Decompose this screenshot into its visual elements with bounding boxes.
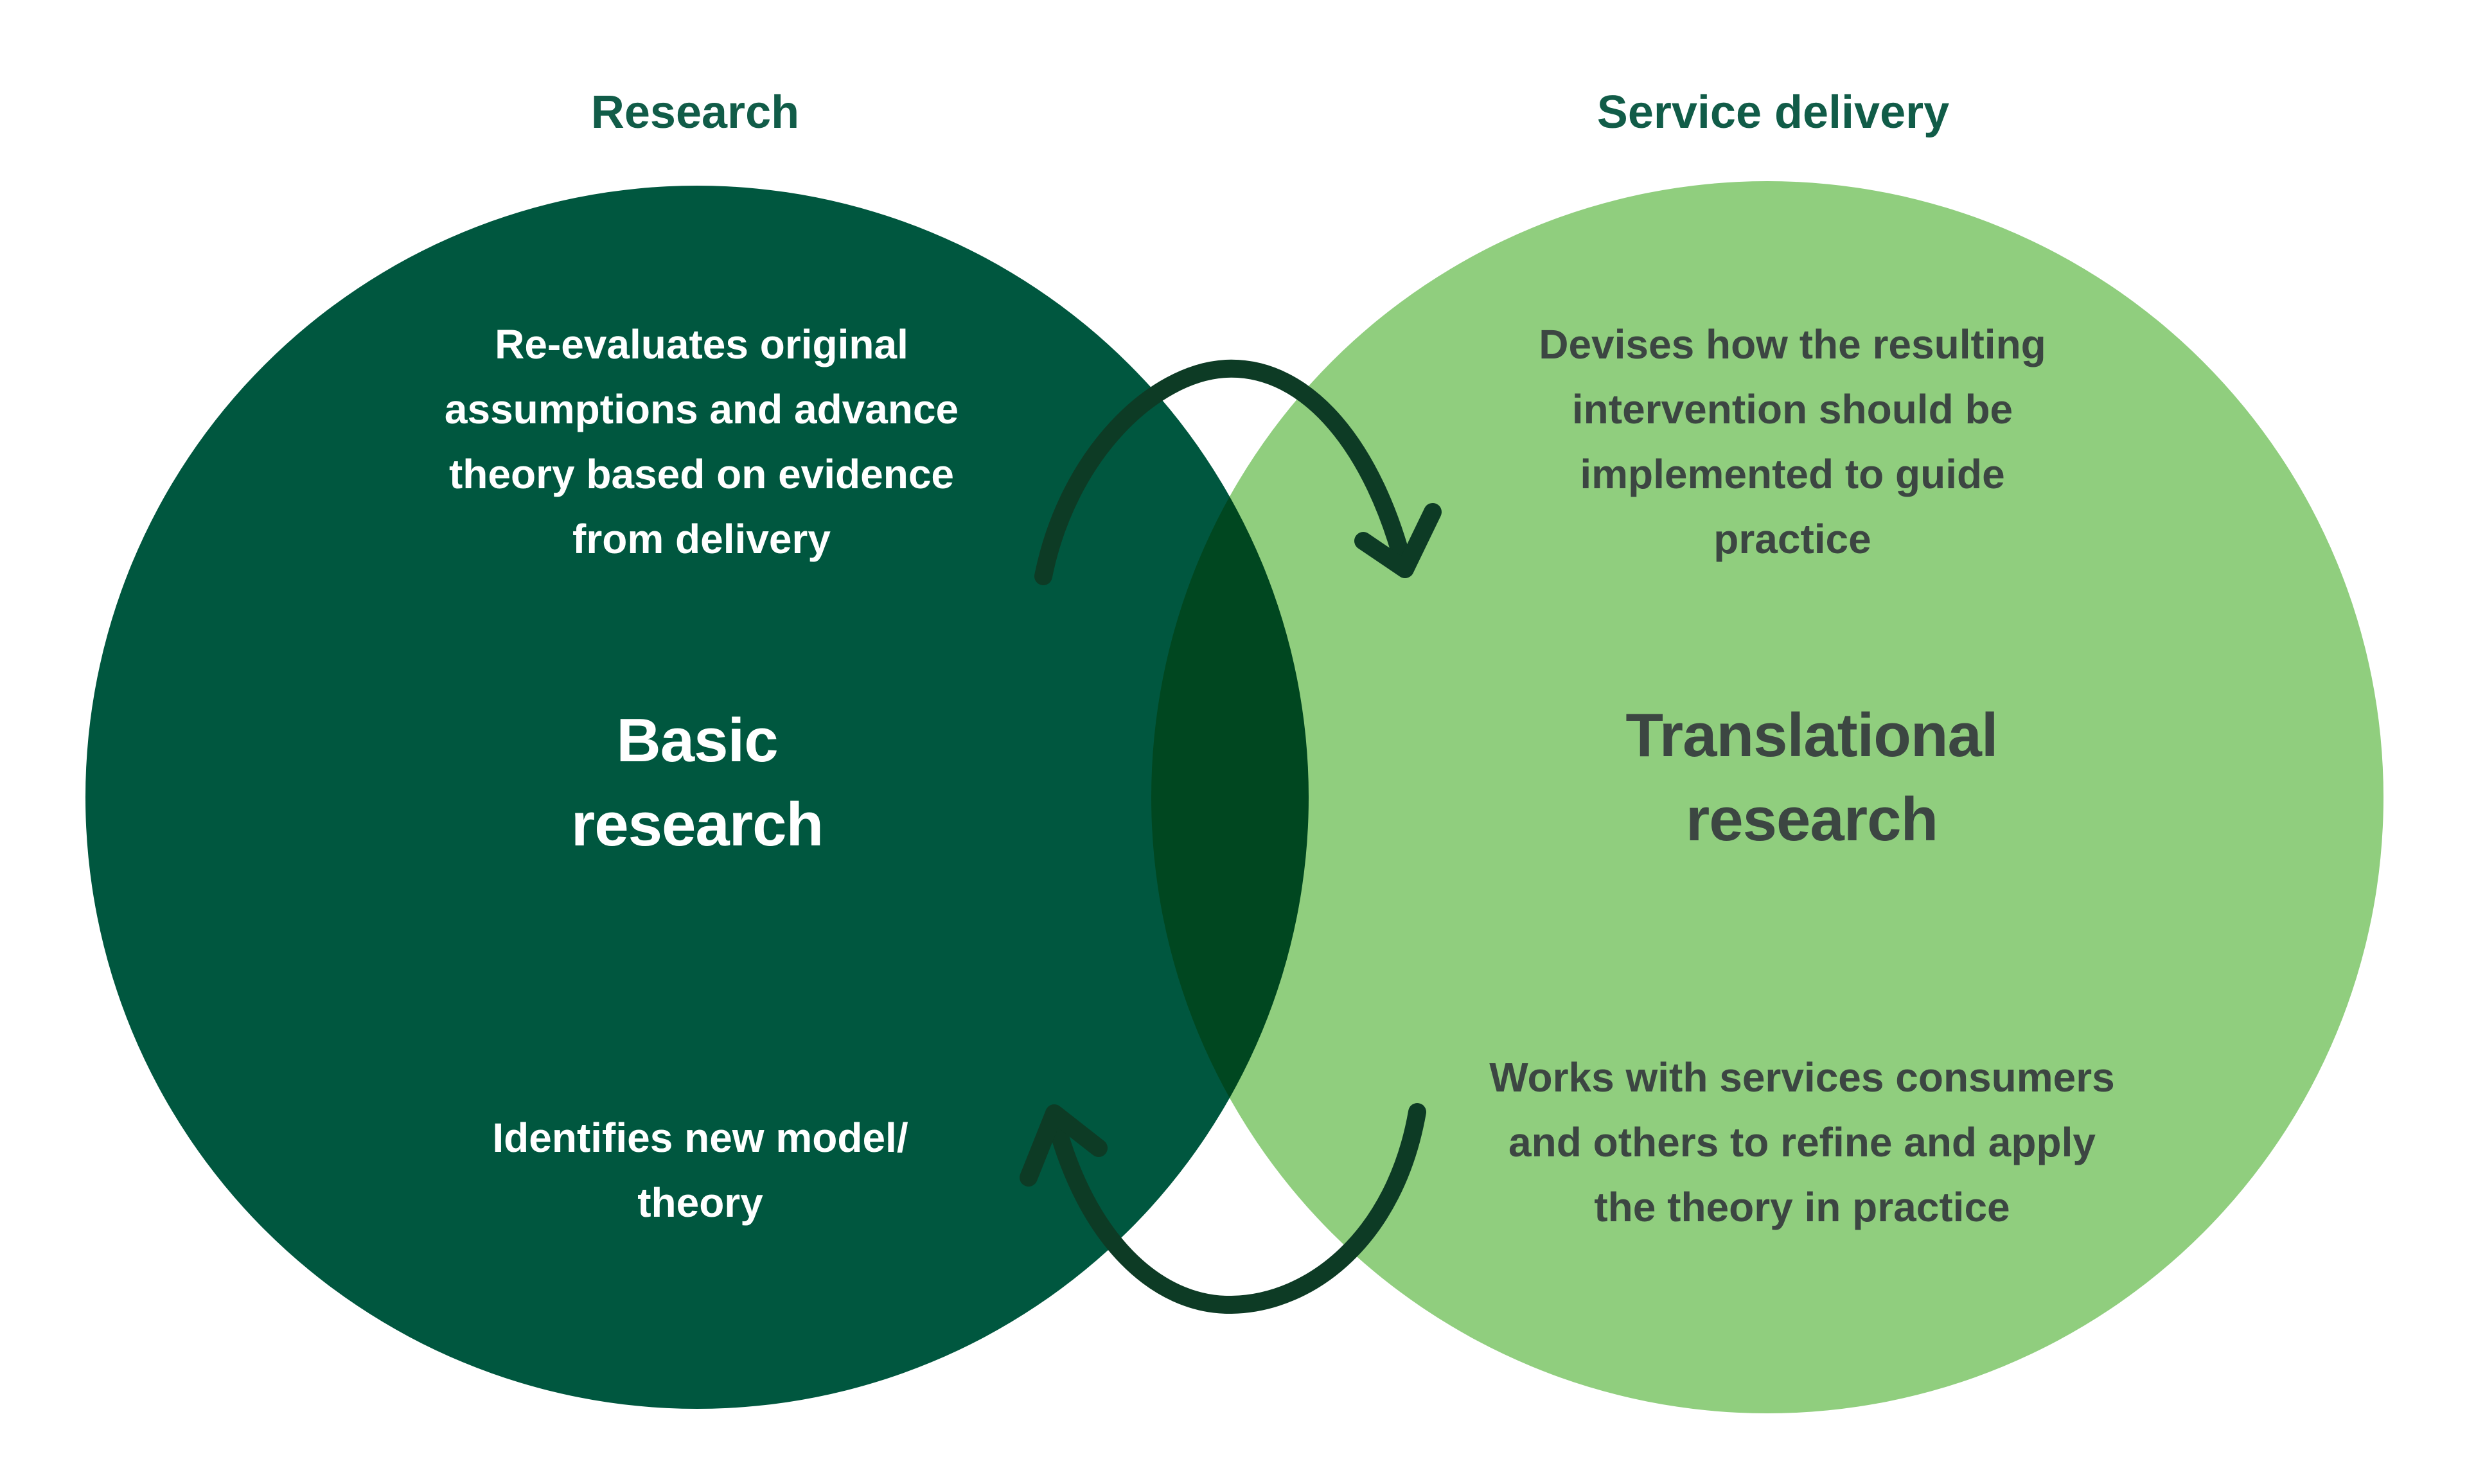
basic-research-title: Basic research [408, 698, 986, 867]
text-line: implemented to guide [1580, 451, 2005, 497]
curved-arrow-right-icon [1034, 359, 1442, 585]
text-line: Devises how the resulting [1539, 321, 2046, 367]
basic-research-circle [85, 186, 1309, 1409]
text-line: from delivery [572, 516, 831, 562]
text-line: practice [1713, 516, 1871, 562]
text-line: theory [637, 1179, 763, 1226]
translational-research-title: Translational research [1426, 693, 2197, 861]
basic-research-top-description: Re-evaluates original assumptions and ad… [412, 312, 991, 572]
title-line: Translational [1625, 701, 1998, 770]
text-line: Re-evaluates original [495, 321, 908, 367]
text-line: intervention should be [1571, 386, 2013, 432]
basic-research-bottom-description: Identifies new model/ theory [411, 1106, 989, 1235]
title-line: Basic [616, 706, 778, 775]
curved-arrow-left-icon [1020, 1103, 1426, 1314]
text-line: Identifies new model/ [492, 1115, 908, 1161]
right-column-heading: Service delivery [1596, 87, 1950, 138]
title-line: research [570, 790, 824, 859]
translational-research-top-description: Devises how the resulting intervention s… [1471, 312, 2114, 572]
text-line: Works with services consumers [1489, 1054, 2115, 1100]
text-line: assumptions and advance [444, 386, 959, 432]
translational-research-bottom-description: Works with services consumers and others… [1417, 1045, 2188, 1240]
title-line: research [1685, 785, 1938, 854]
translational-research-circle [1151, 181, 2383, 1413]
text-line: the theory in practice [1594, 1184, 2010, 1230]
left-column-heading: Research [590, 87, 800, 138]
text-line: theory based on evidence [448, 451, 955, 497]
text-line: and others to refine and apply [1508, 1119, 2096, 1165]
